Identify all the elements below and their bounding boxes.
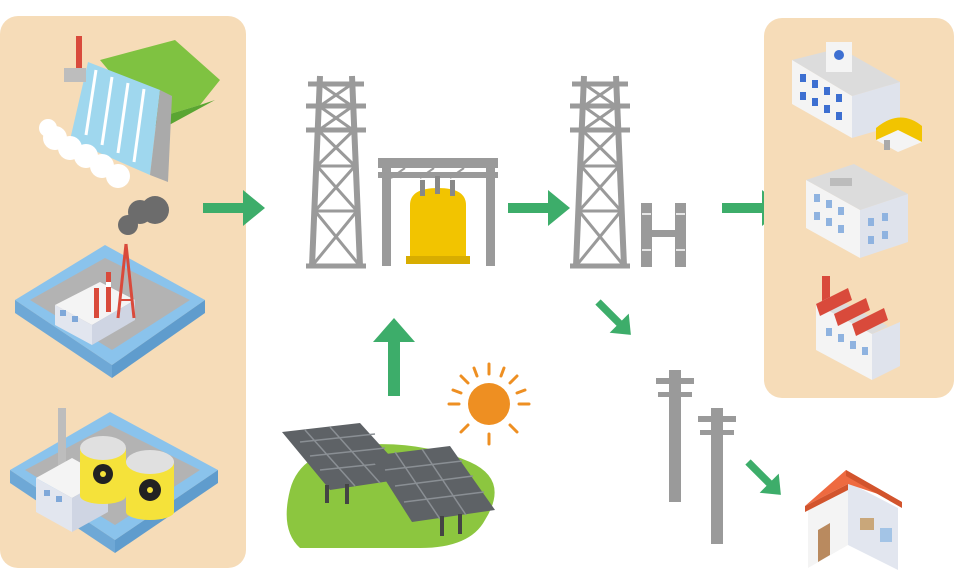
transformer-substation-icon	[378, 158, 498, 266]
factory-icon	[816, 276, 900, 380]
thermal-plant-icon	[15, 196, 205, 378]
utility-pole-icon	[656, 370, 736, 544]
transmission-tower-1-icon	[306, 76, 366, 266]
switchgear-icon	[641, 203, 686, 267]
arrow-tower-to-poles	[588, 292, 641, 345]
hydro-dam-icon	[39, 36, 220, 188]
office-building-icon	[806, 164, 908, 258]
arrow-solar-to-substation	[373, 318, 415, 396]
solar-farm-icon	[282, 423, 495, 548]
school-building-icon	[792, 42, 922, 152]
nuclear-plant-icon	[10, 408, 218, 553]
arrow-substation-to-tower	[508, 190, 570, 226]
house-icon	[805, 470, 902, 570]
arrow-poles-to-house	[738, 452, 791, 505]
sun-icon	[447, 362, 531, 446]
transmission-tower-2-icon	[570, 76, 630, 266]
